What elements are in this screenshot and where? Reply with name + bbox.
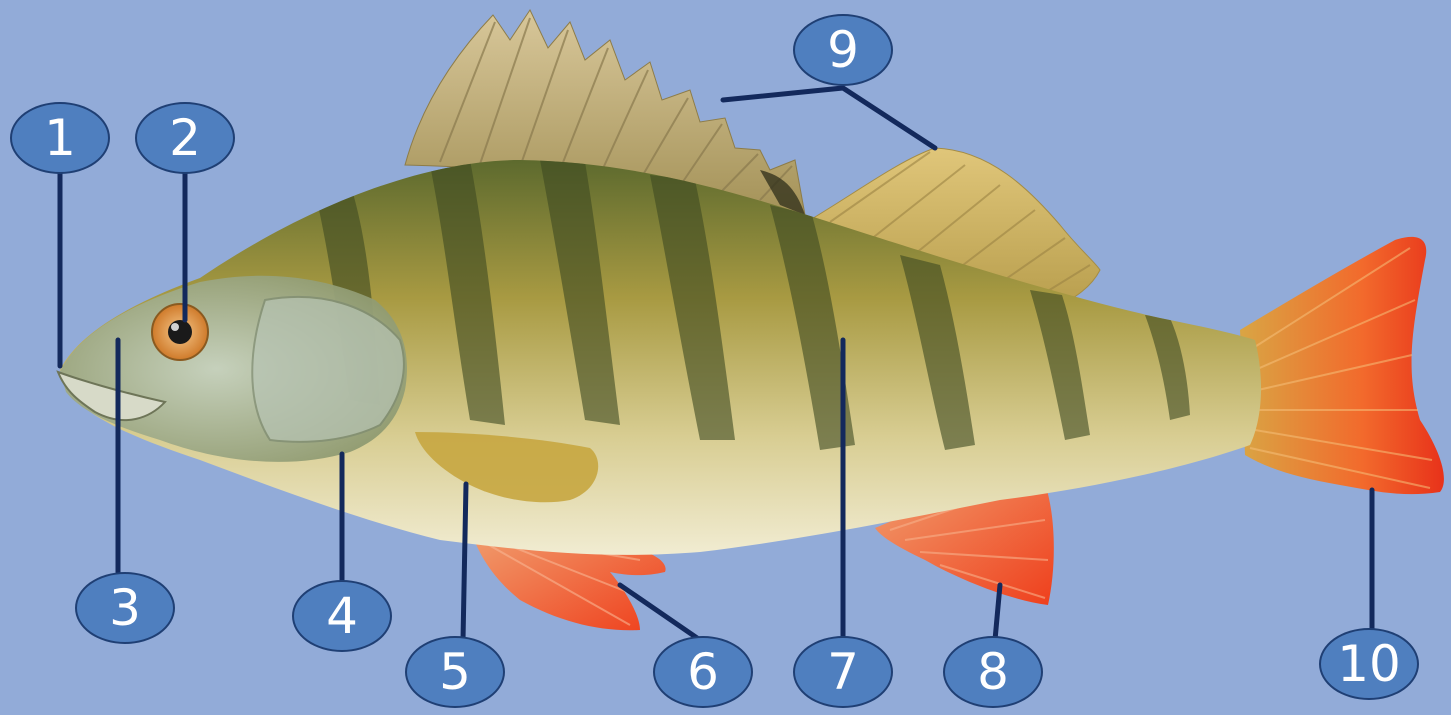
callout-8: 8 [943,636,1043,708]
callout-label-1: 1 [44,113,76,163]
fish-eye [152,304,208,360]
callout-3: 3 [75,572,175,644]
callout-label-6: 6 [687,647,719,697]
callout-4: 4 [292,580,392,652]
callout-label-5: 5 [439,647,471,697]
callout-1: 1 [10,102,110,174]
callout-2: 2 [135,102,235,174]
callout-7: 7 [793,636,893,708]
callout-10: 10 [1319,628,1419,700]
leader-line-8 [995,585,1000,640]
callout-label-2: 2 [169,113,201,163]
leader-line-9 [723,88,935,148]
callout-5: 5 [405,636,505,708]
leader-line-5 [463,484,466,640]
callout-label-3: 3 [109,583,141,633]
callout-6: 6 [653,636,753,708]
callout-label-10: 10 [1337,639,1401,689]
callout-9: 9 [793,14,893,86]
caudal-fin [1240,237,1444,494]
callout-label-4: 4 [326,591,358,641]
callout-label-7: 7 [827,647,859,697]
callout-label-9: 9 [827,25,859,75]
callout-label-8: 8 [977,647,1009,697]
